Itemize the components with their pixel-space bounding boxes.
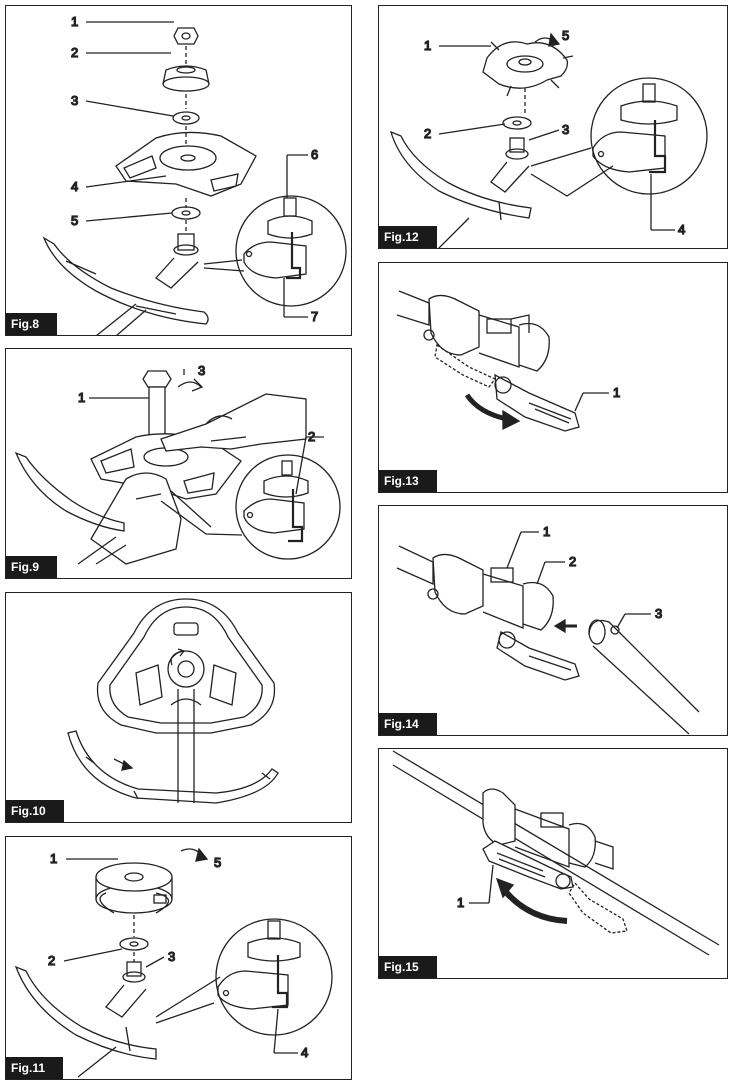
callout-4: 4 bbox=[678, 222, 685, 237]
figure-10-illustration bbox=[67, 598, 279, 804]
callout-3: 3 bbox=[198, 363, 205, 378]
figure-13-panel: 1 Fig.13 bbox=[378, 262, 728, 493]
lever-open-ghost bbox=[568, 881, 628, 934]
figure-11-panel: 1 2 3 4 5 Fig.11 bbox=[5, 836, 352, 1080]
callout-2: 2 bbox=[424, 126, 431, 141]
figure-label: Fig.10 bbox=[6, 800, 64, 822]
figure-label: Fig.15 bbox=[379, 956, 437, 978]
figure-label: Fig.9 bbox=[6, 556, 58, 578]
callout-7: 7 bbox=[311, 309, 318, 324]
callout-6: 6 bbox=[311, 147, 318, 162]
callout-5: 5 bbox=[71, 213, 78, 228]
lever-open bbox=[494, 373, 580, 432]
guard bbox=[14, 451, 125, 532]
callout-3: 3 bbox=[168, 949, 175, 964]
receive-cup bbox=[119, 937, 149, 951]
gear-head bbox=[155, 233, 199, 289]
figure-8-panel: 1 2 3 4 5 6 7 Fig.8 bbox=[5, 5, 352, 336]
figure-15-illustration: 1 bbox=[392, 750, 720, 956]
insert-arrow bbox=[553, 618, 577, 634]
figure-15-panel: 1 Fig.15 bbox=[378, 748, 728, 979]
gear-head bbox=[105, 961, 147, 1018]
shaft-coupler bbox=[396, 290, 550, 372]
detail-inset bbox=[203, 195, 347, 307]
callout-3: 3 bbox=[655, 606, 662, 621]
slide-arrow bbox=[113, 758, 134, 771]
figure-12-illustration: 1 2 3 4 5 bbox=[389, 27, 708, 248]
rotate-arrow bbox=[464, 393, 521, 431]
inner-clamp bbox=[171, 206, 201, 220]
receive-cup bbox=[172, 111, 200, 125]
close-arrow bbox=[495, 877, 568, 924]
hand-top bbox=[160, 393, 307, 452]
callout-1: 1 bbox=[424, 38, 431, 53]
lever-closed-ghost bbox=[434, 343, 497, 388]
hand-bottom bbox=[90, 472, 182, 565]
joined-shaft bbox=[392, 750, 720, 956]
figure-label: Fig.12 bbox=[379, 226, 437, 248]
figure-14-illustration: 1 2 3 bbox=[396, 523, 700, 735]
callout-1: 1 bbox=[78, 390, 85, 405]
callout-1: 1 bbox=[71, 14, 78, 29]
figure-12-panel: 1 2 3 4 5 Fig.12 bbox=[378, 5, 728, 249]
detail-inset bbox=[160, 454, 341, 560]
figure-9-panel: 1 2 3 Fig.9 bbox=[5, 348, 352, 579]
callout-1: 1 bbox=[613, 385, 620, 400]
upper-shaft bbox=[396, 545, 554, 631]
callout-1: 1 bbox=[543, 524, 550, 539]
callout-3: 3 bbox=[71, 93, 78, 108]
guard bbox=[14, 965, 157, 1060]
detail-inset bbox=[530, 77, 708, 197]
guard bbox=[389, 130, 532, 221]
callout-5: 5 bbox=[562, 28, 569, 43]
detail-inset bbox=[155, 918, 333, 1036]
plastic-blade bbox=[482, 41, 574, 97]
callout-1: 1 bbox=[457, 895, 464, 910]
lever bbox=[496, 631, 580, 681]
figure-10-panel: Fig.10 bbox=[5, 592, 352, 823]
figure-label: Fig.14 bbox=[379, 713, 437, 735]
callout-2: 2 bbox=[71, 45, 78, 60]
figure-label: Fig.11 bbox=[6, 1057, 64, 1079]
callout-5: 5 bbox=[214, 855, 221, 870]
receive-cup bbox=[502, 116, 532, 130]
blade-guard bbox=[42, 236, 209, 325]
figure-9-illustration: 1 2 3 bbox=[14, 362, 341, 565]
callout-4: 4 bbox=[301, 1045, 308, 1060]
lower-shaft bbox=[588, 619, 700, 735]
figure-label: Fig.13 bbox=[379, 470, 437, 492]
figure-11-illustration: 1 2 3 4 5 bbox=[14, 847, 333, 1078]
callout-3: 3 bbox=[562, 122, 569, 137]
callout-2: 2 bbox=[308, 429, 315, 444]
callout-2: 2 bbox=[569, 554, 576, 569]
guard-extension bbox=[67, 730, 279, 804]
metal-blade bbox=[115, 131, 257, 197]
figure-8-illustration: 1 2 3 4 5 6 7 bbox=[42, 13, 347, 335]
lock-nut bbox=[173, 27, 199, 45]
callout-1: 1 bbox=[50, 851, 57, 866]
gear-head bbox=[167, 648, 205, 688]
nylon-cutting-head bbox=[95, 862, 173, 914]
gear-head bbox=[490, 137, 530, 193]
cover-cap bbox=[162, 65, 210, 92]
callout-4: 4 bbox=[71, 179, 78, 194]
figure-14-panel: 1 2 3 Fig.14 bbox=[378, 505, 728, 736]
figure-13-illustration: 1 bbox=[396, 290, 621, 432]
callout-2: 2 bbox=[48, 953, 55, 968]
guard-body bbox=[96, 598, 276, 734]
figure-label: Fig.8 bbox=[6, 313, 58, 335]
